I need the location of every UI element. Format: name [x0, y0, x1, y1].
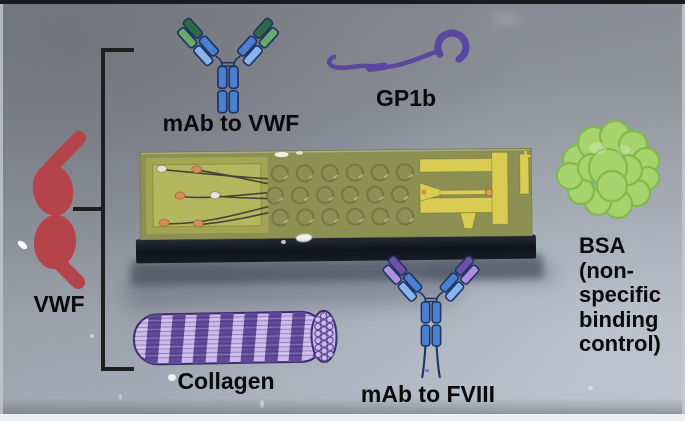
bsa-icon	[555, 119, 661, 220]
speck	[260, 400, 264, 408]
mab-vwf-label: mAb to VWF	[162, 110, 300, 136]
collagen-label: Collagen	[177, 368, 275, 394]
speck	[588, 386, 593, 390]
frame-edge-left	[0, 4, 3, 414]
gp1b-icon	[327, 29, 470, 73]
collagen-end-cap	[314, 312, 335, 362]
speck	[90, 334, 94, 338]
chip-well-array	[266, 163, 415, 227]
antibody-vwf-icon	[177, 17, 279, 114]
bracket-vertical	[101, 48, 105, 371]
speck	[492, 14, 518, 24]
frame-edge-top	[0, 0, 685, 4]
speck	[168, 374, 176, 381]
biosensor-chip-photo	[139, 147, 533, 241]
vwf-label: VWF	[33, 291, 85, 317]
photo-bottom-shade	[0, 398, 685, 414]
speck	[119, 394, 122, 400]
chip-gold-electrodes	[419, 151, 531, 230]
bracket-mid-tick	[73, 207, 101, 211]
blue-artifact	[425, 369, 429, 372]
mab-fviii-label: mAb to FVIII	[360, 381, 496, 407]
vwf-icon	[32, 131, 86, 289]
chip-electrode-pad	[145, 156, 269, 234]
speck	[281, 240, 286, 244]
frame-edge-right	[682, 4, 685, 414]
bracket-bottom-arm	[101, 367, 134, 371]
frame-edge-bottom	[0, 414, 685, 421]
gp1b-label: GP1b	[375, 85, 437, 111]
bsa-label: BSA (non- specific binding control)	[579, 233, 661, 356]
bracket-top-arm	[101, 48, 134, 52]
collagen-icon	[133, 309, 338, 366]
antibody-fviii-icon	[382, 255, 480, 379]
